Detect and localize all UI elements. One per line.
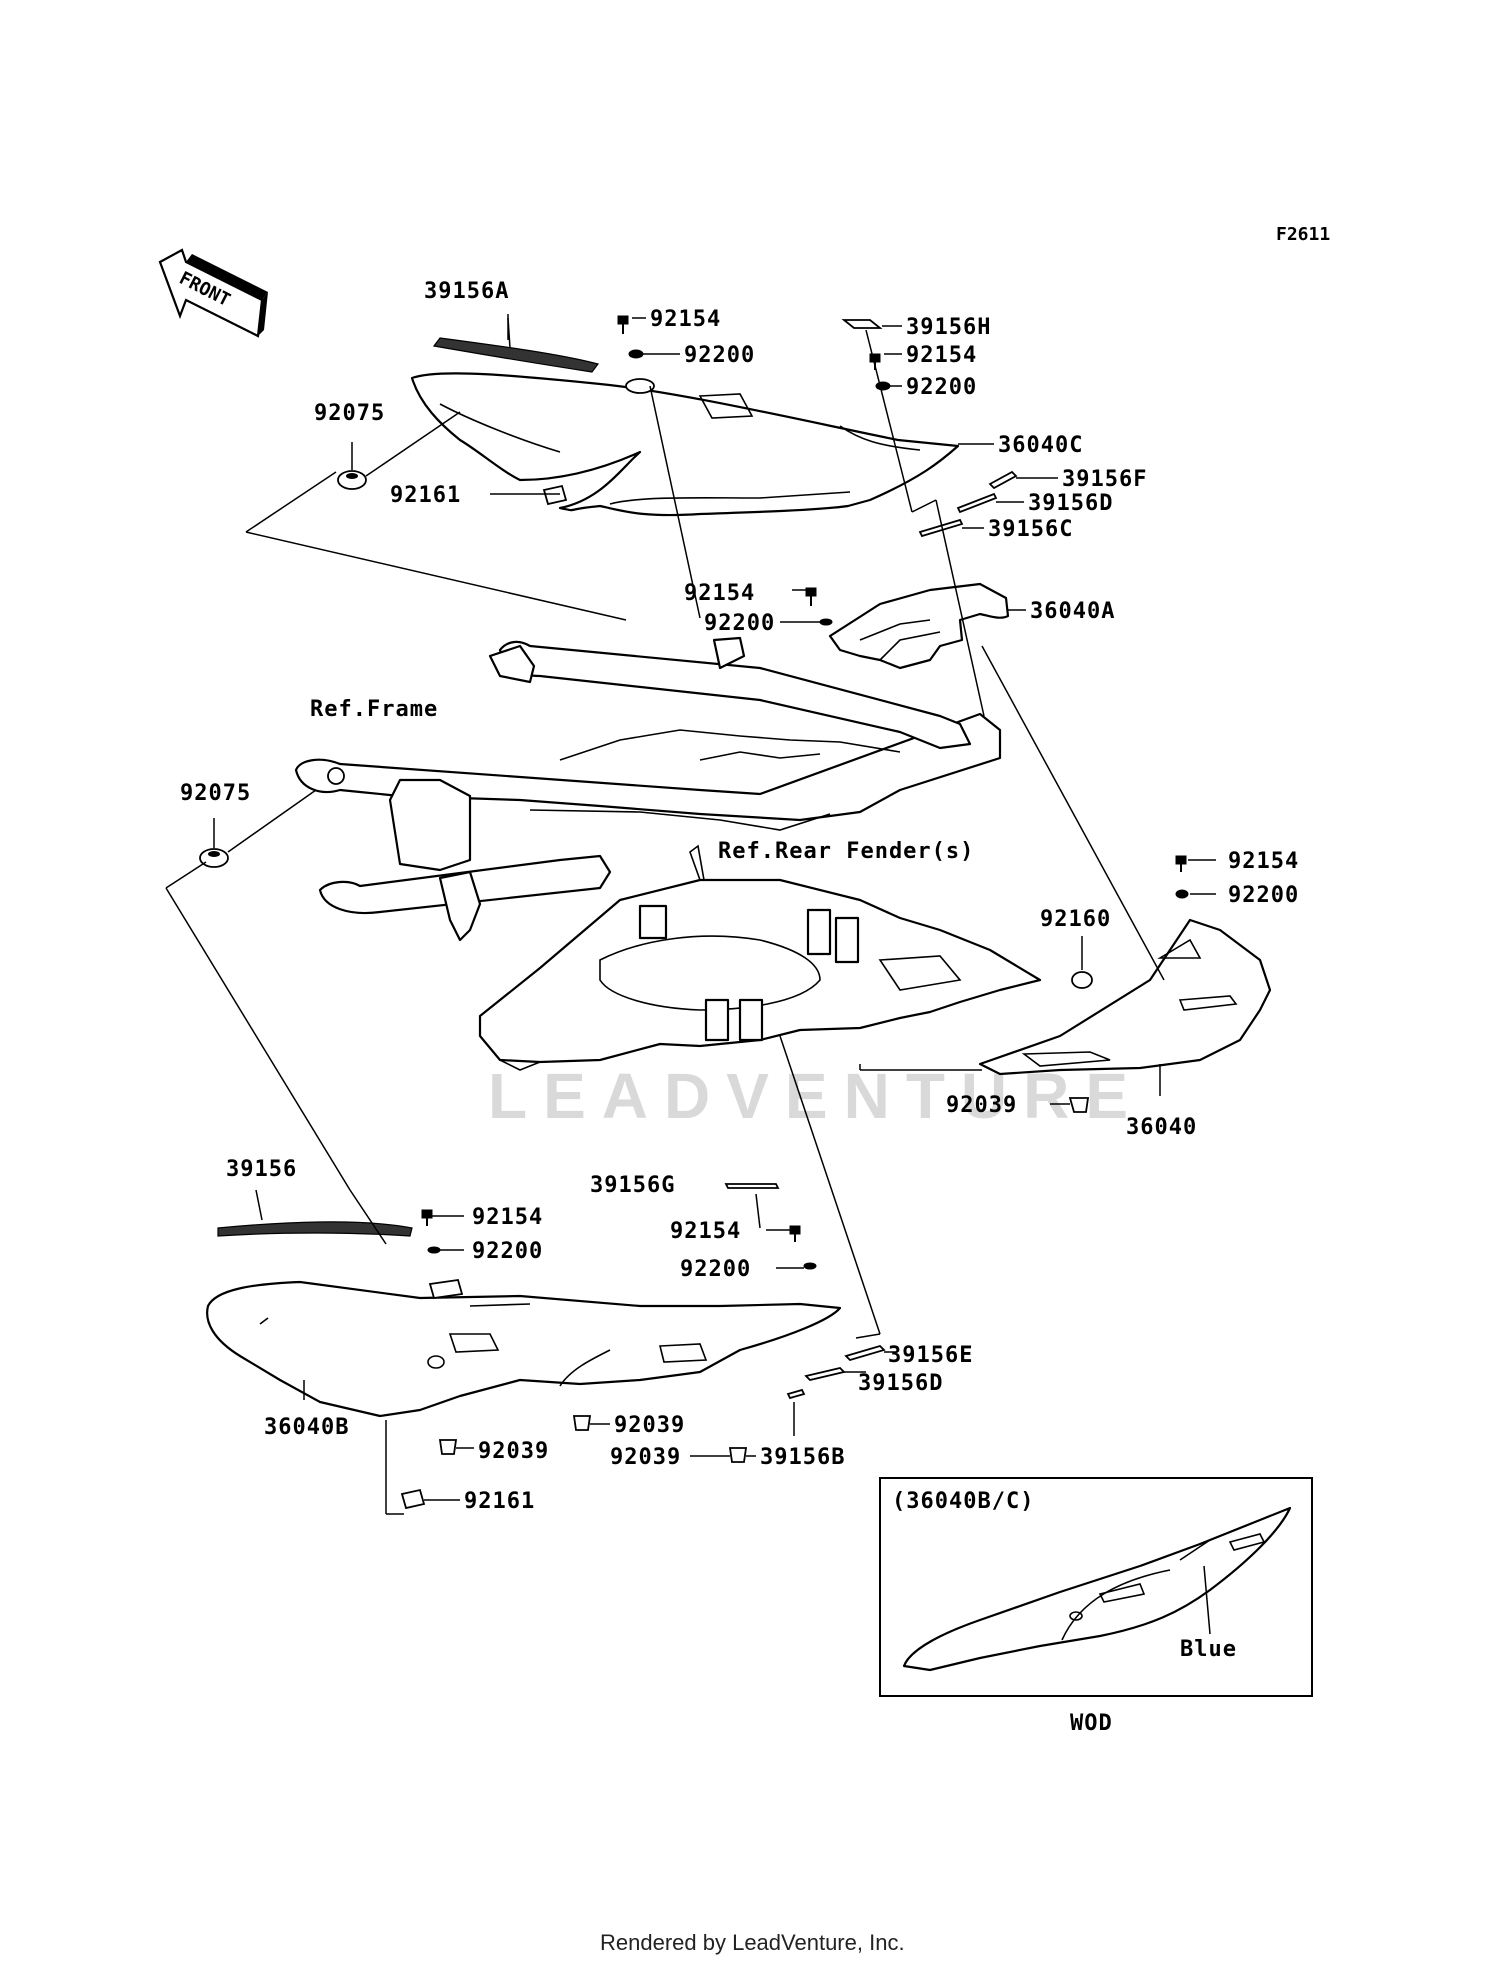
color-variant-inset: (36040B/C) Blue (879, 1477, 1313, 1697)
label-92154: 92154 (670, 1219, 741, 1244)
side-cover-36040B (206, 1280, 842, 1418)
stripe-39156A (432, 337, 600, 373)
stripe-39156 (217, 1221, 413, 1237)
label-ref-frame: Ref.Frame (310, 697, 438, 722)
label-92161: 92161 (390, 483, 461, 508)
label-39156: 39156 (226, 1157, 297, 1182)
clip-92161-icon (400, 1488, 426, 1510)
bolt-icon (1175, 855, 1187, 872)
decal-39156B (786, 1388, 806, 1400)
footer-credit: Rendered by LeadVenture, Inc. (600, 1930, 905, 1955)
label-92200: 92200 (906, 375, 977, 400)
nut-92039-icon (728, 1447, 748, 1463)
decal-39156F (988, 470, 1018, 490)
label-39156A: 39156A (424, 279, 509, 304)
seat-cover-36040C (410, 372, 960, 517)
washer-icon (1175, 889, 1189, 899)
label-92161: 92161 (464, 1489, 535, 1514)
bolt-icon (805, 587, 817, 606)
decal-39156D (956, 492, 998, 514)
washer-icon (875, 381, 891, 391)
label-39156D: 39156D (1028, 491, 1113, 516)
grommet-92075-icon (337, 470, 367, 490)
label-39156F: 39156F (1062, 467, 1147, 492)
label-39156B: 39156B (760, 1445, 845, 1470)
label-92075: 92075 (180, 781, 251, 806)
label-39156D: 39156D (858, 1371, 943, 1396)
label-39156C: 39156C (988, 517, 1073, 542)
bracket-36040A (828, 582, 1010, 670)
label-92154: 92154 (472, 1205, 543, 1230)
label-92039: 92039 (478, 1439, 549, 1464)
label-92200: 92200 (684, 343, 755, 368)
label-39156H: 39156H (906, 315, 991, 340)
label-92154: 92154 (1228, 849, 1299, 874)
bolt-icon (421, 1209, 433, 1226)
label-36040C: 36040C (998, 433, 1083, 458)
label-ref-rear-fender: Ref.Rear Fender(s) (718, 839, 974, 864)
nut-92039-icon (572, 1415, 592, 1431)
label-92154: 92154 (684, 581, 755, 606)
diagram-code: F2611 (1276, 224, 1330, 245)
label-39156E: 39156E (888, 1343, 973, 1368)
label-36040B: 36040B (264, 1415, 349, 1440)
grommet-92075-icon (199, 848, 229, 868)
inset-color-label: Blue (1180, 1637, 1237, 1662)
label-92200: 92200 (680, 1257, 751, 1282)
decal-39156C (918, 518, 964, 538)
grommet-icon (428, 1278, 464, 1300)
tail-cover-36040 (978, 918, 1272, 1076)
bolt-icon (789, 1225, 801, 1242)
decal-39156H (841, 319, 883, 329)
washer-icon (628, 349, 644, 359)
grommet-icon (625, 378, 655, 394)
label-92039: 92039 (610, 1445, 681, 1470)
label-39156G: 39156G (590, 1173, 675, 1198)
decal-39156D (804, 1367, 846, 1381)
nut-92039-icon (438, 1439, 458, 1455)
inset-title: (36040B/C) (892, 1489, 1034, 1514)
label-92154: 92154 (906, 343, 977, 368)
washer-icon (819, 618, 833, 626)
leader-lines (165, 314, 1216, 1515)
label-92039: 92039 (946, 1093, 1017, 1118)
label-36040: 36040 (1126, 1115, 1197, 1140)
label-92200: 92200 (1228, 883, 1299, 908)
label-92075: 92075 (314, 401, 385, 426)
rear-fender-ref (478, 844, 1042, 1071)
inset-caption: WOD (1070, 1711, 1113, 1736)
decal-39156E (844, 1344, 886, 1362)
label-92154: 92154 (650, 307, 721, 332)
nut-92039-icon (1068, 1097, 1090, 1113)
label-92200: 92200 (472, 1239, 543, 1264)
clip-92161-icon (542, 484, 568, 506)
grommet-92160-icon (1071, 971, 1093, 989)
label-92039: 92039 (614, 1413, 685, 1438)
bolt-icon (617, 315, 629, 334)
label-36040A: 36040A (1030, 599, 1115, 624)
label-92200: 92200 (704, 611, 775, 636)
decal-39156G (724, 1183, 780, 1189)
washer-icon (803, 1262, 817, 1270)
label-92160: 92160 (1040, 907, 1111, 932)
front-arrow-icon: FRONT (158, 248, 268, 338)
